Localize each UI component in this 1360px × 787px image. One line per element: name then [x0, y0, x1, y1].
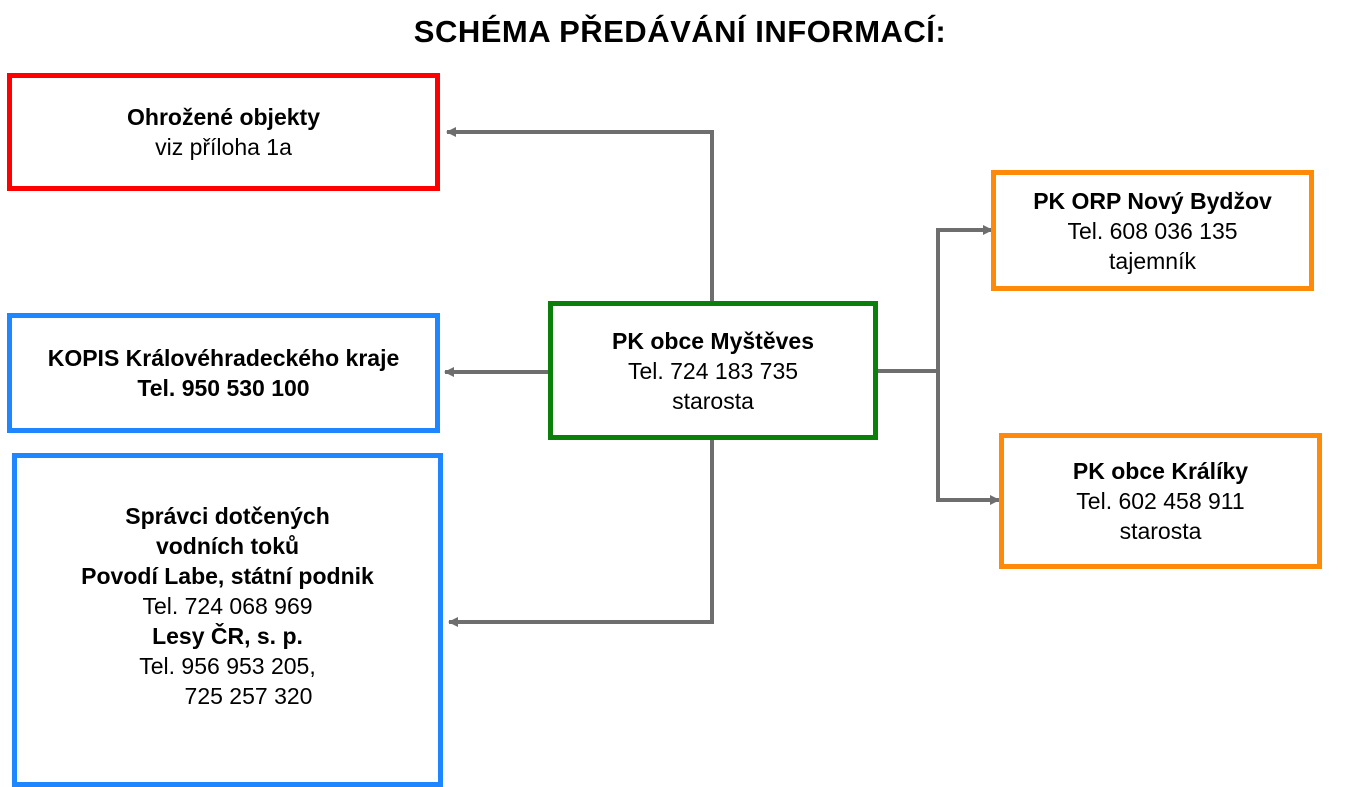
arrow-to-managers — [448, 438, 714, 627]
povodi-labe-phone: Tel. 724 068 969 — [142, 593, 313, 619]
threatened-objects-name: Ohrožené objekty — [127, 104, 320, 130]
threatened-objects-box: Ohrožené objekty viz příloha 1a — [7, 73, 440, 191]
water-managers-box: Správci dotčených vodních toků Povodí La… — [12, 453, 443, 787]
lesy-cr-name: Lesy ČR, s. p. — [152, 623, 303, 649]
orp-role: tajemník — [1109, 247, 1196, 274]
lesy-cr-phone-1: Tel. 956 953 205, — [139, 653, 316, 679]
arrow-to-threatened — [446, 127, 714, 302]
orp-phone: Tel. 608 036 135 — [1067, 217, 1238, 244]
arrow-to-orp — [936, 225, 993, 371]
threatened-objects-note: viz příloha 1a — [155, 134, 292, 160]
water-managers-line1: Správci dotčených — [125, 503, 330, 529]
lesy-cr-phone-2: 725 257 320 — [184, 683, 313, 709]
kraliky-role: starosta — [1119, 518, 1202, 544]
kopis-phone: Tel. 950 530 100 — [137, 375, 310, 401]
povodi-labe-name: Povodí Labe, státní podnik — [81, 563, 374, 589]
kraliky-name: PK obce Králíky — [1072, 458, 1249, 484]
kopis-name: KOPIS Královéhradeckého kraje — [47, 345, 400, 371]
center-municipality-phone: Tel. 724 183 735 — [627, 357, 799, 384]
center-municipality-box: PK obce Myštěves Tel. 724 183 735 staros… — [548, 301, 878, 440]
kopis-box: KOPIS Královéhradeckého kraje Tel. 950 5… — [7, 313, 440, 433]
center-municipality-role: starosta — [672, 387, 754, 414]
diagram-title: SCHÉMA PŘEDÁVÁNÍ INFORMACÍ: — [413, 14, 947, 49]
arrow-to-kraliky — [936, 371, 1000, 505]
kraliky-phone: Tel. 602 458 911 — [1076, 488, 1245, 514]
center-municipality-name: PK obce Myštěves — [612, 327, 814, 354]
kraliky-box: PK obce Králíky Tel. 602 458 911 starost… — [999, 433, 1322, 569]
orp-name: PK ORP Nový Bydžov — [1033, 187, 1272, 214]
orp-box: PK ORP Nový Bydžov Tel. 608 036 135 taje… — [991, 170, 1314, 291]
water-managers-line2: vodních toků — [155, 533, 300, 559]
